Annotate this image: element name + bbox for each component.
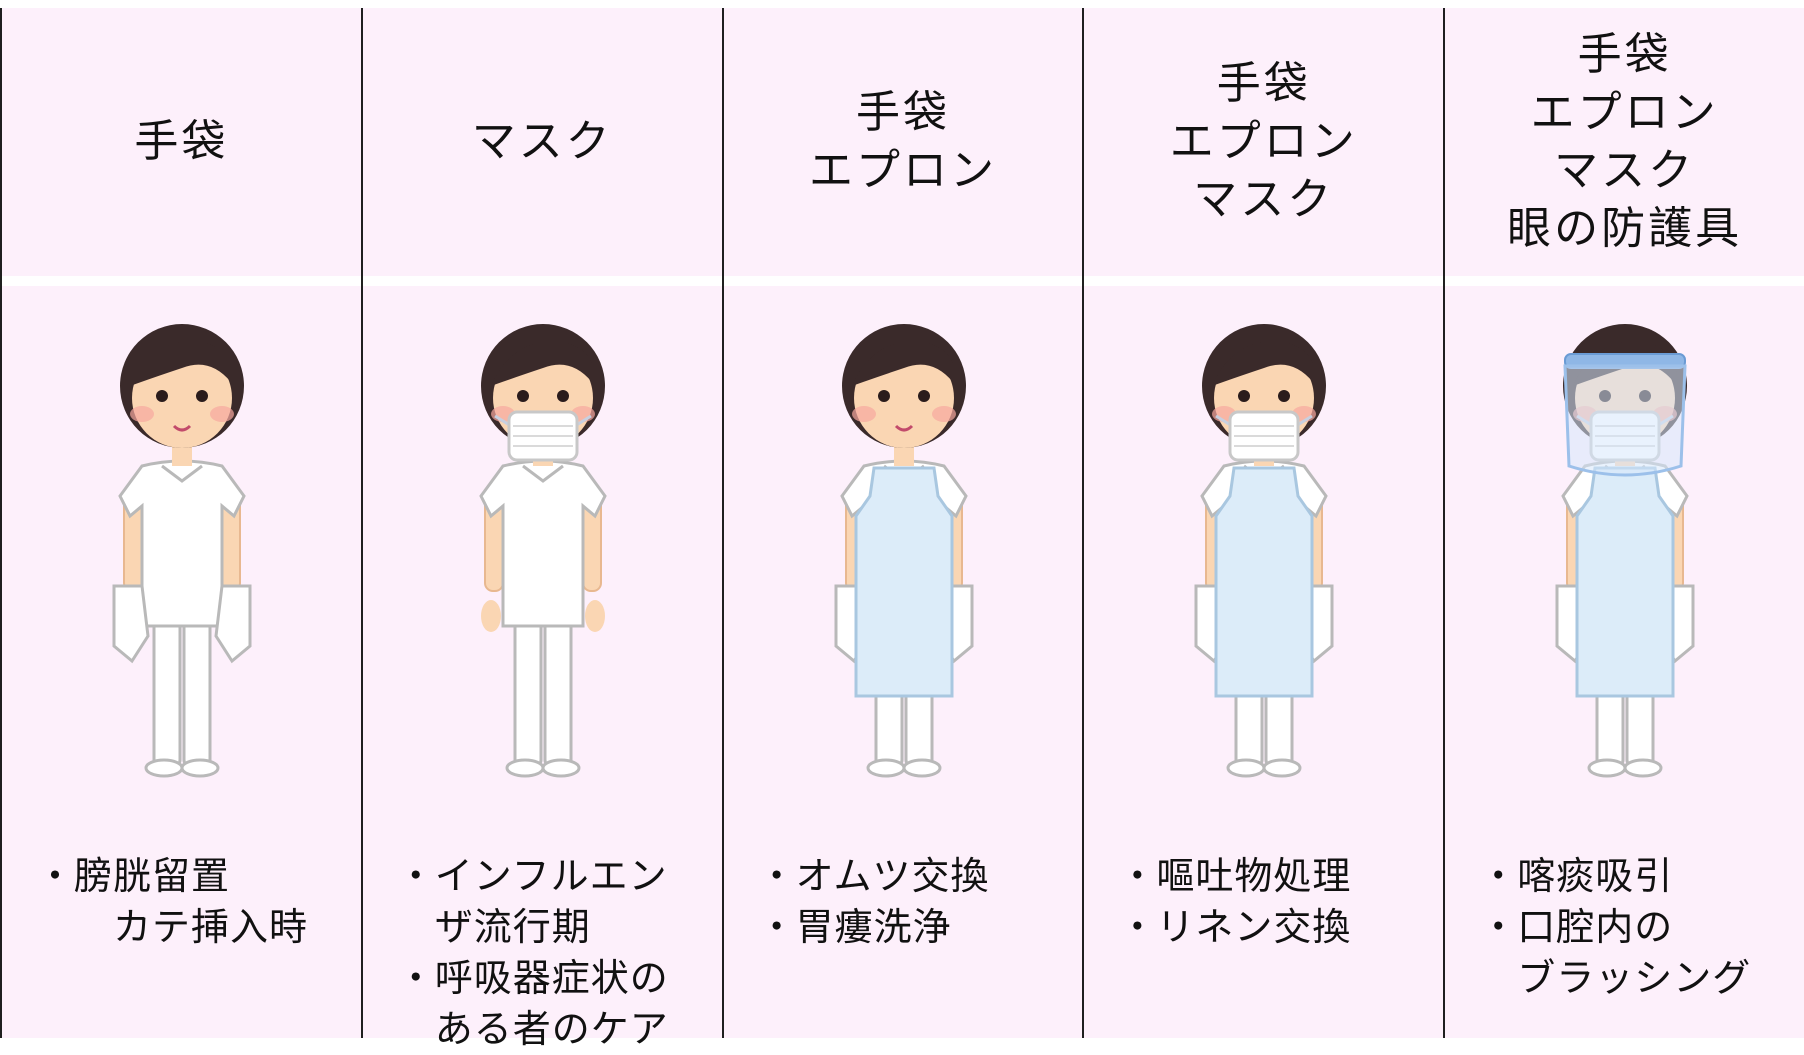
column-header: マスク <box>362 8 722 276</box>
nurse-illustration <box>479 324 607 778</box>
note-item: ・ 膀胱留置 カテ挿入時 <box>36 851 356 953</box>
bullet: ・ <box>1479 854 1519 898</box>
face-shield <box>1563 353 1687 477</box>
column-header: 手袋 エプロン マスク <box>1084 8 1444 276</box>
column-body: ・ 膀胱留置 カテ挿入時 <box>2 286 361 1038</box>
note-text: オムツ交換 <box>795 854 990 898</box>
notes-list: ・ 嘔吐物処理 ・ リネン交換 <box>1118 851 1438 953</box>
bullet: ・ <box>757 905 797 949</box>
note-item: ・ 喀痰吸引 <box>1479 851 1799 902</box>
header-line: マスク <box>1554 145 1696 196</box>
note-text: 膀胱留置 カテ挿入時 <box>74 854 309 949</box>
column-1: 手袋 ・ 膀胱留置 カテ挿入時 <box>0 8 361 1038</box>
note-text: 呼吸器症状の ある者のケア <box>434 956 669 1051</box>
column-header: 手袋 エプロン マスク 眼の防護具 <box>1445 8 1804 276</box>
bullet: ・ <box>36 854 76 898</box>
note-text: 嘔吐物処理 <box>1156 854 1352 898</box>
gloves <box>112 584 252 664</box>
bullet: ・ <box>1118 905 1158 949</box>
apron <box>854 466 954 698</box>
bullet: ・ <box>1479 905 1519 949</box>
note-text: 喀痰吸引 <box>1517 854 1674 898</box>
bullet: ・ <box>396 854 436 898</box>
trousers <box>144 614 220 778</box>
note-text: リネン交換 <box>1156 905 1352 949</box>
header-line: 眼の防護具 <box>1507 203 1743 254</box>
column-header: 手袋 エプロン <box>723 8 1083 276</box>
nurse-illustration <box>1194 324 1334 778</box>
note-item: ・ 嘔吐物処理 <box>1118 851 1438 902</box>
trousers <box>505 614 581 778</box>
notes-list: ・ インフルエン ザ流行期 ・ 呼吸器症状の ある者のケア <box>397 851 717 1055</box>
column-4: 手袋 エプロン マスク ・ 嘔吐物処理 <box>1082 8 1444 1038</box>
column-body: ・ オムツ交換 ・ 胃瘻洗浄 <box>723 286 1083 1038</box>
bullet: ・ <box>1118 854 1158 898</box>
header-line: 手袋 <box>1577 29 1672 80</box>
bullet: ・ <box>757 854 797 898</box>
uniform-top <box>118 459 246 628</box>
note-item: ・ 口腔内の ブラッシング <box>1479 902 1799 1004</box>
nurse-illustration <box>1555 324 1695 778</box>
mask <box>1215 410 1314 462</box>
header-line: エプロン <box>1169 116 1358 167</box>
apron <box>1214 466 1314 698</box>
header-line: 手袋 <box>855 87 950 138</box>
mouth <box>894 424 913 432</box>
note-item: ・ 胃瘻洗浄 <box>758 902 1078 953</box>
note-item: ・ リネン交換 <box>1118 902 1438 953</box>
note-text: インフルエン ザ流行期 <box>434 854 668 949</box>
bullet: ・ <box>396 956 436 1000</box>
nurse-illustration <box>834 324 974 778</box>
note-text: 胃瘻洗浄 <box>795 905 952 949</box>
notes-list: ・ 喀痰吸引 ・ 口腔内の ブラッシング <box>1479 851 1799 1004</box>
column-body: ・ インフルエン ザ流行期 ・ 呼吸器症状の ある者のケア <box>362 286 722 1051</box>
column-body: ・ 喀痰吸引 ・ 口腔内の ブラッシング <box>1445 286 1804 1038</box>
nurse-illustration <box>112 324 252 778</box>
notes-list: ・ オムツ交換 ・ 胃瘻洗浄 <box>758 851 1078 953</box>
note-item: ・ 呼吸器症状の ある者のケア <box>397 953 717 1055</box>
mouth <box>172 424 192 432</box>
mask <box>494 410 592 462</box>
ppe-table: 手袋 ・ 膀胱留置 カテ挿入時 マスク <box>0 8 1804 1051</box>
header-line: 手袋 <box>1216 58 1311 109</box>
uniform-top <box>479 459 607 628</box>
column-header: 手袋 <box>2 8 361 276</box>
note-item: ・ インフルエン ザ流行期 <box>397 851 717 953</box>
note-text: 口腔内の ブラッシング <box>1517 905 1752 1000</box>
column-3: 手袋 エプロン ・ オムツ交換 ・ 胃瘻洗浄 <box>721 8 1083 1038</box>
header-line: マスク <box>471 116 613 167</box>
column-5: 手袋 エプロン マスク 眼の防護具 <box>1443 8 1804 1038</box>
header-line: マスク <box>1193 174 1335 225</box>
header-line: エプロン <box>1530 87 1719 138</box>
column-2: マスク ・ インフルエン ザ流行期 <box>360 8 722 1051</box>
header-line: エプロン <box>808 145 997 196</box>
collar <box>161 464 203 483</box>
notes-list: ・ 膀胱留置 カテ挿入時 <box>36 851 356 953</box>
column-body: ・ 嘔吐物処理 ・ リネン交換 <box>1084 286 1444 1038</box>
hands <box>480 600 605 632</box>
note-item: ・ オムツ交換 <box>758 851 1078 902</box>
collar <box>521 464 564 483</box>
header-line: 手袋 <box>134 116 229 167</box>
apron <box>1575 466 1675 698</box>
